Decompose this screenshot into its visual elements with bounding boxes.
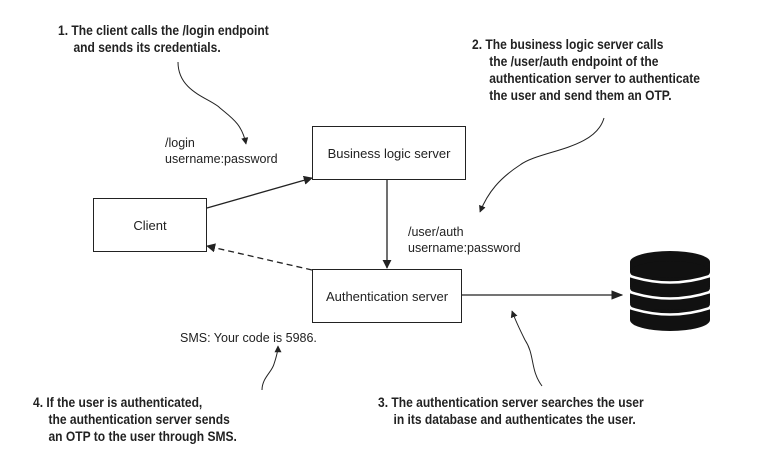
pointer-step3 bbox=[510, 310, 543, 387]
pointer-step1 bbox=[177, 61, 249, 145]
callout-step3-line1: 3. The authentication server searches th… bbox=[378, 394, 644, 410]
sms-message-label: SMS: Your code is 5986. bbox=[180, 330, 317, 346]
callout-step2-line3: authentication server to authenticate bbox=[489, 70, 700, 86]
login-endpoint: /login bbox=[165, 136, 195, 150]
user-auth-endpoint: /user/auth bbox=[408, 225, 464, 239]
callout-step4-line1: 4. If the user is authenticated, bbox=[33, 394, 203, 410]
callout-step1-line1: 1. The client calls the /login endpoint bbox=[58, 22, 269, 38]
arrow-auth-to-client-dashed bbox=[206, 243, 313, 271]
callout-step4-line3: an OTP to the user through SMS. bbox=[48, 428, 237, 444]
client-label: Client bbox=[133, 217, 167, 233]
arrow-client-to-business bbox=[206, 175, 313, 209]
callout-step4: 4. If the user is authenticated, the aut… bbox=[33, 394, 237, 445]
callout-step3: 3. The authentication server searches th… bbox=[378, 394, 644, 428]
callout-step2-line2: the /user/auth endpoint of the bbox=[489, 53, 659, 69]
callout-step4-line2: the authentication server sends bbox=[48, 411, 230, 427]
user-auth-request-label: /user/auth username:password bbox=[408, 224, 521, 256]
business-logic-server-label: Business logic server bbox=[327, 145, 451, 161]
authentication-server-label: Authentication server bbox=[325, 288, 449, 304]
pointer-step4 bbox=[261, 345, 282, 391]
callout-step1: 1. The client calls the /login endpoint … bbox=[58, 22, 269, 56]
callout-step1-line2: and sends its credentials. bbox=[73, 39, 221, 55]
sms-text: SMS: Your code is 5986. bbox=[180, 331, 317, 345]
callout-step2-line1: 2. The business logic server calls bbox=[472, 36, 664, 52]
callout-step2-line4: the user and send them an OTP. bbox=[489, 87, 672, 103]
business-logic-server-box: Business logic server bbox=[312, 126, 466, 180]
callout-step2: 2. The business logic server calls the /… bbox=[472, 36, 700, 104]
login-request-label: /login username:password bbox=[165, 135, 278, 167]
client-box: Client bbox=[93, 198, 207, 252]
user-auth-credentials: username:password bbox=[408, 241, 521, 255]
authentication-server-box: Authentication server bbox=[312, 269, 462, 323]
login-credentials: username:password bbox=[165, 152, 278, 166]
pointer-step2 bbox=[479, 117, 605, 213]
database-icon bbox=[629, 251, 711, 331]
callout-step3-line2: in its database and authenticates the us… bbox=[393, 411, 636, 427]
